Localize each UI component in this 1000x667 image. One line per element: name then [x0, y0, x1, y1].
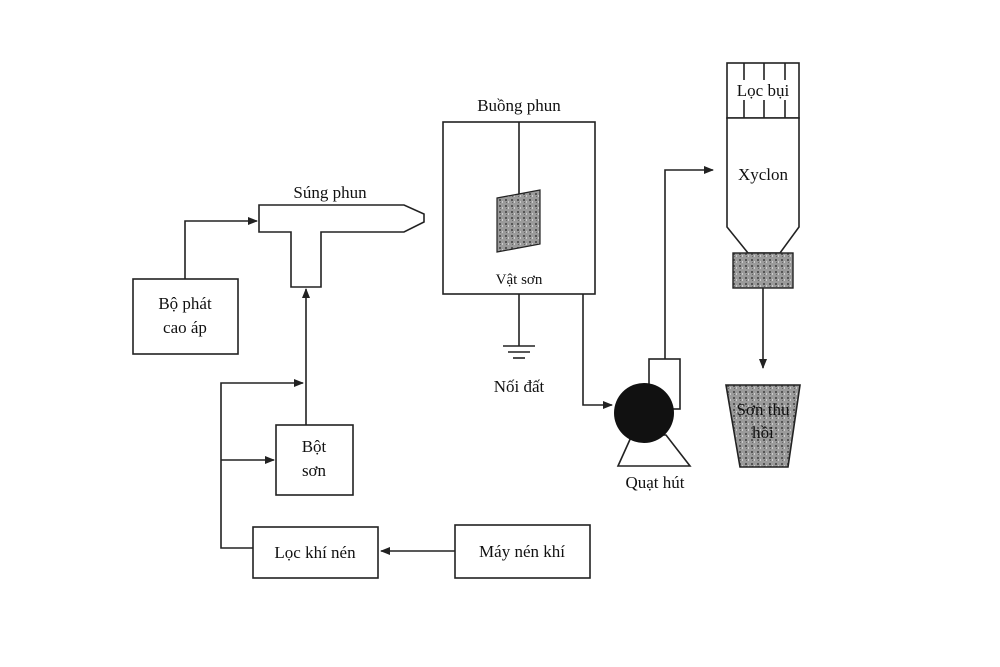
cyclone-hopper: [732, 252, 794, 289]
dust-filter-label: Lọc bụi: [737, 81, 790, 100]
arrow-booth-to-fan: [582, 294, 613, 409]
arrow-air-to-gun: [220, 379, 304, 549]
powder-label-2: sơn: [302, 461, 327, 480]
recovered-paint-label-2: hồi: [752, 423, 774, 442]
spray-booth: Buồng phun Vật sơn: [442, 96, 596, 295]
high-voltage-label-1: Bộ phát: [158, 294, 212, 313]
high-voltage-label-2: cao áp: [163, 318, 207, 337]
air-filter-box: Lọc khí nén: [252, 526, 379, 579]
cyclone: Lọc bụi Xyclon: [726, 62, 800, 289]
air-filter-label: Lọc khí nén: [274, 543, 356, 562]
workpiece-label: Vật sơn: [496, 272, 543, 288]
spray-gun-label: Súng phun: [293, 183, 367, 202]
cyclone-label: Xyclon: [738, 165, 789, 184]
high-voltage-generator: Bộ phát cao áp: [132, 278, 239, 355]
recovered-paint-bucket: Sơn thu hồi: [725, 384, 801, 468]
powder-label-1: Bột: [302, 437, 327, 456]
workpiece: [496, 189, 541, 253]
ground-label: Nối đất: [494, 377, 545, 396]
arrow-hv-to-gun: [184, 217, 258, 279]
ground-symbol: Nối đất: [494, 294, 545, 396]
recovered-paint-label-1: Sơn thu: [737, 400, 790, 419]
spray-gun: Súng phun: [258, 183, 425, 288]
spray-booth-label: Buồng phun: [477, 96, 561, 115]
arrow-fan-to-cyclone: [664, 166, 714, 359]
exhaust-fan: Quạt hút: [614, 358, 692, 492]
fan-label: Quạt hút: [625, 473, 684, 492]
compressor-label: Máy nén khí: [479, 542, 565, 561]
compressor-box: Máy nén khí: [454, 524, 591, 579]
powder-box: Bột sơn: [275, 424, 354, 496]
